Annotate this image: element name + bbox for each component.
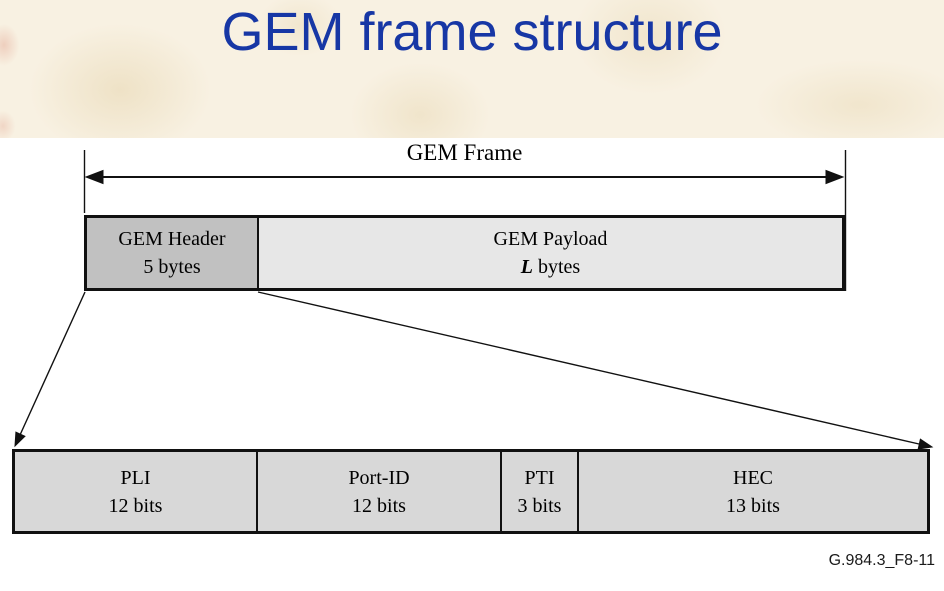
field-box-port-id: Port-ID 12 bits (256, 452, 500, 531)
arrowhead-left-icon (84, 169, 104, 185)
field-name: Port-ID (348, 466, 410, 489)
gem-payload-box: GEM Payload L bytes (257, 218, 842, 288)
arrowhead-right-icon (825, 169, 845, 185)
title-banner (0, 0, 944, 138)
arrowhead-down-right-icon (917, 438, 934, 450)
box-size-variable: L (520, 256, 533, 278)
page-title: GEM frame structure (221, 2, 723, 62)
field-box-hec: HEC 13 bits (577, 452, 927, 531)
field-size: 3 bits (517, 494, 562, 517)
box-title: GEM Header (118, 228, 226, 250)
gem-frame-span-label: GEM Frame (406, 140, 523, 165)
box-title: GEM Payload (493, 228, 608, 250)
header-expand-arrow-right (257, 291, 934, 450)
field-size: 12 bits (108, 494, 163, 517)
figure-id: G.984.3_F8-11 (828, 552, 935, 569)
box-size: L bytes (520, 256, 581, 278)
field-name: PLI (120, 466, 151, 489)
field-size: 12 bits (352, 494, 406, 517)
field-box-pli: PLI 12 bits (15, 452, 256, 531)
gem-frame-row: GEM Header 5 bytes GEM Payload L bytes (84, 215, 845, 291)
arrowhead-down-left-icon (14, 431, 26, 448)
gem-header-fields-row: PLI 12 bits Port-ID 12 bits PTI 3 bits H… (12, 449, 930, 534)
field-name: HEC (733, 466, 773, 489)
field-box-pti: PTI 3 bits (500, 452, 577, 531)
gem-header-box: GEM Header 5 bytes (87, 218, 257, 288)
header-expand-arrow-left (14, 291, 86, 448)
field-name: PTI (524, 466, 555, 489)
box-size: 5 bytes (143, 256, 201, 278)
field-size: 13 bits (726, 494, 780, 517)
